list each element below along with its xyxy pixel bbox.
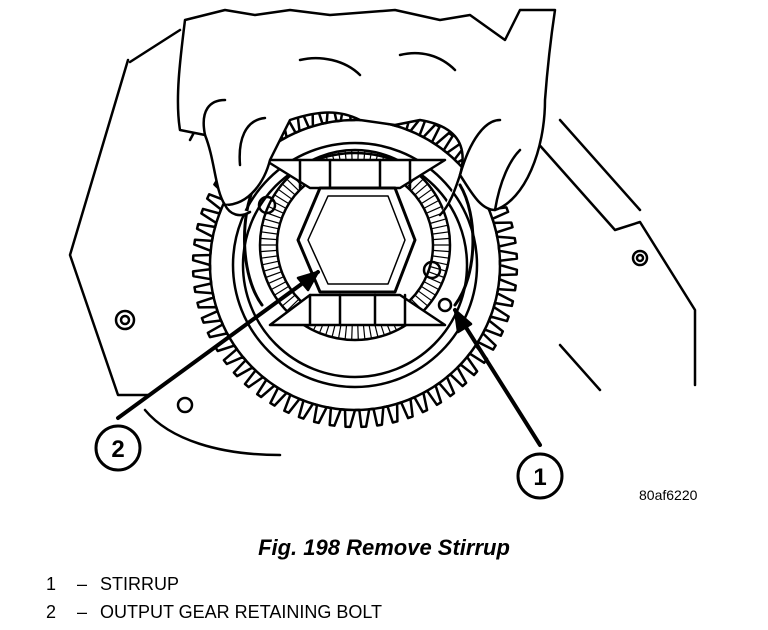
callout-number-2: 2 — [111, 436, 124, 463]
callout-leader-2 — [116, 270, 320, 420]
stirrup-removal-illustration: 2 1 — [68, 8, 697, 500]
hands — [176, 8, 557, 217]
figure-caption: Fig. 198 Remove Stirrup — [258, 535, 510, 560]
retaining-bolt-hex — [296, 186, 417, 294]
housing-left — [68, 28, 282, 457]
output-gear-rings — [208, 118, 502, 412]
housing-right — [533, 118, 697, 392]
legend-dash: – — [76, 602, 87, 622]
legend-item-1: 1–STIRRUP — [46, 570, 382, 598]
legend-number: 1 — [46, 574, 57, 594]
stirrup-tool — [243, 158, 475, 327]
legend-number: 2 — [46, 602, 57, 622]
legend-item-2: 2–OUTPUT GEAR RETAINING BOLT — [46, 598, 382, 626]
legend-label: OUTPUT GEAR RETAINING BOLT — [100, 602, 383, 622]
callout-number-1: 1 — [533, 464, 546, 491]
legend-dash: – — [76, 574, 87, 594]
legend: 1–STIRRUP 2–OUTPUT GEAR RETAINING BOLT — [46, 570, 382, 626]
callout-leader-1 — [453, 308, 542, 447]
legend-label: STIRRUP — [100, 574, 180, 594]
callout-circle-1 — [516, 452, 564, 500]
callout-circle-2 — [94, 424, 142, 472]
figure-id: 80af6220 — [639, 487, 698, 503]
